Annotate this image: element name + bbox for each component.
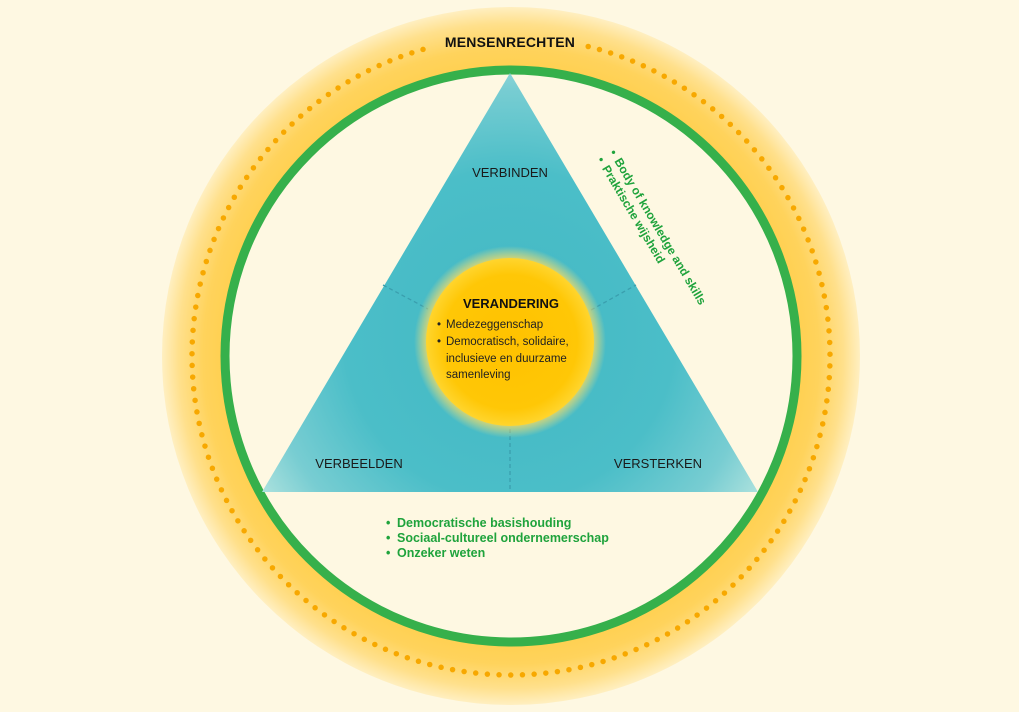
- side-list-bullet-1: •: [606, 147, 620, 158]
- corner-label-bottom-right: VERSTERKEN: [614, 456, 702, 471]
- bottom-list-item-3: Onzeker weten: [397, 546, 485, 560]
- center-title: VERANDERING: [463, 296, 559, 311]
- green-ring: [220, 65, 802, 647]
- center-item-2-line-2: inclusieve en duurzame: [446, 353, 567, 365]
- bottom-list-item-1: Democratische basishouding: [397, 516, 571, 530]
- center-bullet-2: •: [437, 336, 441, 348]
- bottom-list-bullet-2: •: [386, 531, 390, 545]
- center-item-2-line-3: samenleving: [446, 369, 511, 381]
- bottom-list-item-2: Sociaal-cultureel ondernemerschap: [397, 531, 609, 545]
- center-content: VERANDERING • Medezeggenschap • Democrat…: [437, 296, 569, 381]
- center-circle: [426, 258, 594, 426]
- outer-ring-label: MENSENRECHTEN: [445, 34, 575, 50]
- center-item-1: Medezeggenschap: [446, 319, 543, 331]
- dotted-ring: [189, 43, 833, 678]
- divider-left: [382, 284, 429, 310]
- center-bullet-1: •: [437, 319, 441, 331]
- bottom-list-bullet-3: •: [386, 546, 390, 560]
- center-item-2-line-1: Democratisch, solidaire,: [446, 336, 569, 348]
- side-list-bullet-2: •: [594, 154, 608, 165]
- corner-label-bottom-left: VERBEELDEN: [315, 456, 402, 471]
- bottom-list-bullet-1: •: [386, 516, 390, 530]
- corner-label-top: VERBINDEN: [472, 165, 548, 180]
- bottom-list: • Democratische basishouding • Sociaal-c…: [386, 516, 609, 560]
